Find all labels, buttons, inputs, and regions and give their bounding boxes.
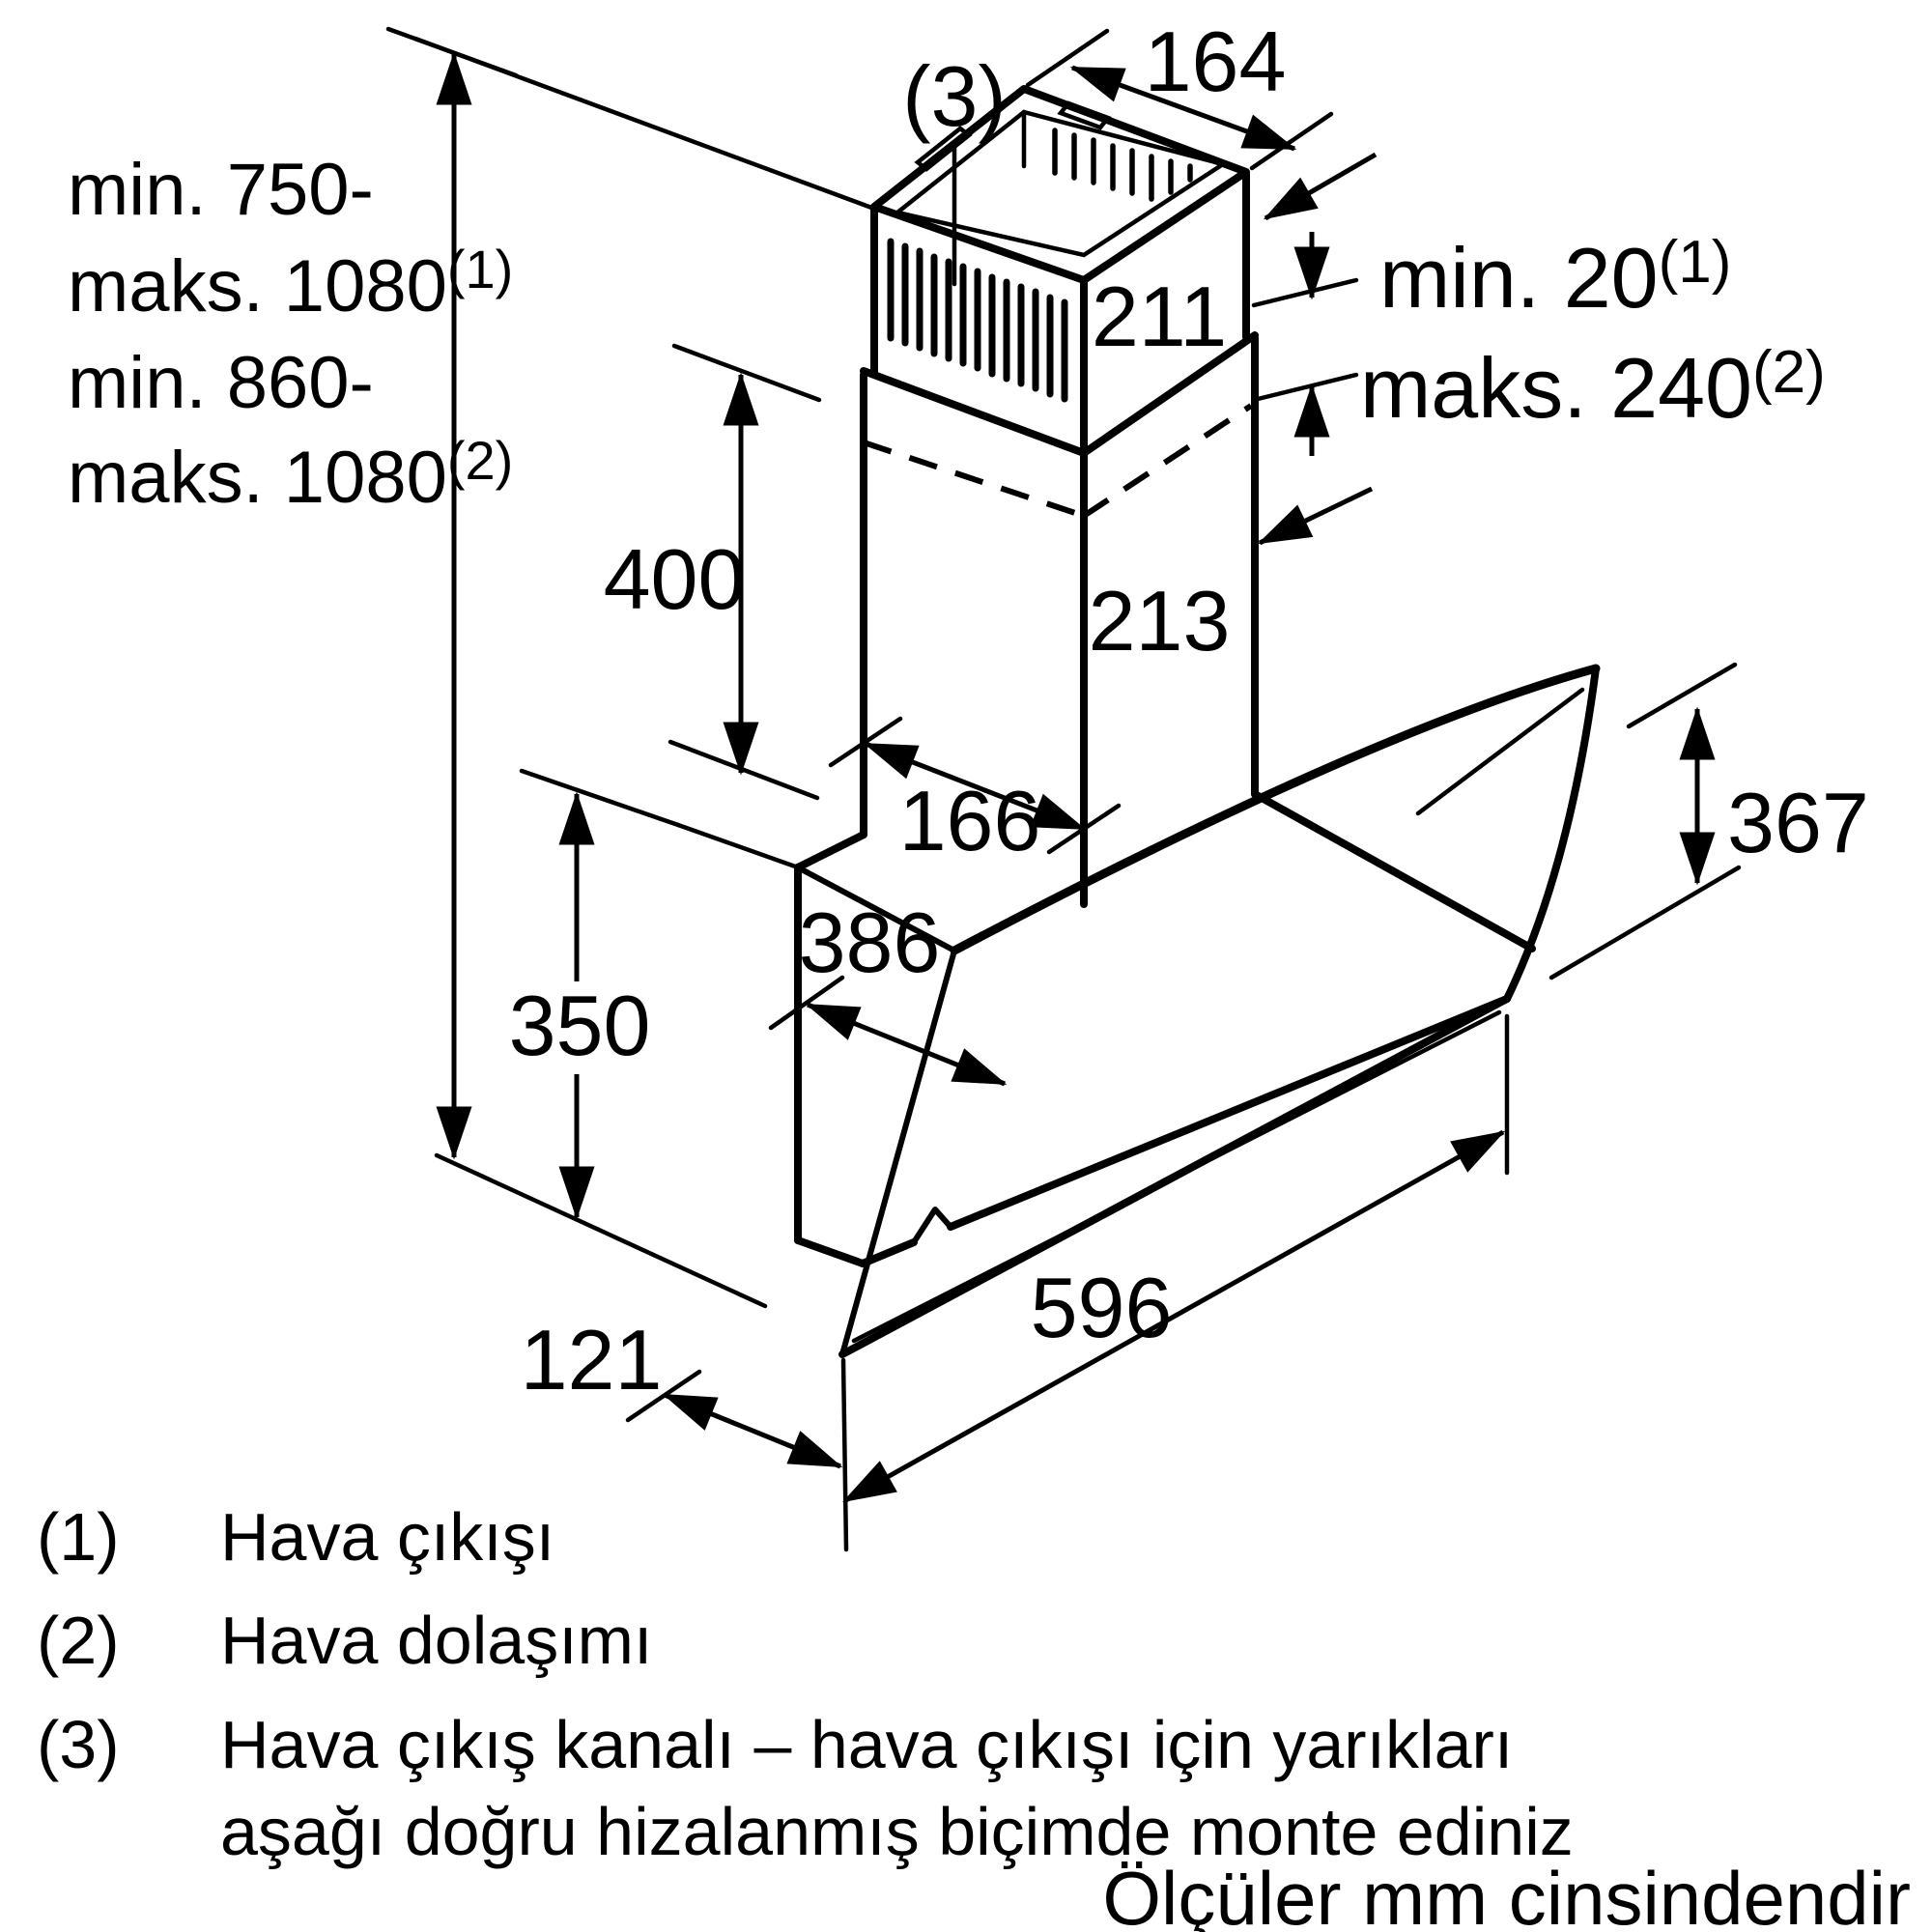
dim-386: 386 [768, 895, 1008, 1087]
dim-top-clearance: min. 20(1) maks. 240(2) [1251, 152, 1826, 546]
footer-note: Ölçüler mm cinsindendir [1102, 1856, 1911, 1932]
section-break-left [860, 367, 1088, 457]
dim-166: 166 [828, 716, 1122, 868]
legend-marker-1: (1) [37, 1499, 120, 1575]
legend: (1) Hava çıkışı (2) Hava dolaşımı (3) Ha… [37, 1499, 1574, 1869]
dim-350-label: 350 [509, 978, 651, 1073]
overlap-dashed-left [863, 440, 1085, 519]
legend-marker-3: (3) [37, 1707, 120, 1782]
dim-121: 121 [521, 1312, 849, 1552]
chimney-upper-section [870, 85, 1250, 455]
clearance-max-label: maks. 240(2) [1360, 339, 1826, 436]
callout-3-label: (3) [902, 48, 1007, 144]
dim-596: 596 [841, 1013, 1510, 1504]
dim-400-label: 400 [604, 531, 746, 627]
glass-top-edge [950, 664, 1601, 955]
legend-text-2: Hava dolaşımı [220, 1603, 652, 1678]
glass-panel [838, 664, 1601, 1358]
mount-height-line1: min. 750- [68, 149, 374, 231]
body-bottom-notch [911, 1207, 953, 1245]
body-top-back-edge [794, 831, 867, 871]
dim-121-label: 121 [521, 1312, 663, 1407]
mount-height-line4: maks. 1080(2) [68, 430, 513, 519]
dim-386-label: 386 [799, 895, 941, 990]
mount-height-line2: maks. 1080(1) [68, 239, 513, 327]
dim-164: 164 [1025, 14, 1334, 171]
clearance-min-label: min. 20(1) [1379, 229, 1731, 326]
dim-400: 400 [604, 343, 822, 801]
legend-text-1: Hava çıkışı [220, 1499, 554, 1575]
dim-213-label: 213 [1089, 573, 1231, 668]
body-top-left-edge [795, 865, 957, 953]
dim-350: 350 [434, 768, 801, 1309]
glass-left-edge [839, 948, 957, 1357]
dim-367: 367 [1548, 662, 1869, 980]
dim-166-label: 166 [899, 773, 1041, 868]
dim-211-label: 211 [1092, 269, 1227, 364]
glass-right-edge [1503, 665, 1600, 1003]
dim-mount-height: min. 750- maks. 1080(1) min. 860- maks. … [68, 26, 877, 1160]
section-break-right [1080, 331, 1259, 457]
callout-3: (3) [902, 48, 1007, 287]
body-bottom-back-edge [794, 1236, 867, 1267]
dim-164-label: 164 [1145, 14, 1287, 109]
legend-text-3: Hava çıkış kanalı – hava çıkışı için yar… [220, 1707, 1513, 1782]
vent-slots-left-face [887, 238, 1068, 403]
body-top-right-edge [1251, 790, 1536, 952]
dim-367-label: 367 [1727, 775, 1869, 870]
mount-height-line3: min. 860- [68, 342, 374, 424]
glass-thickness-right [1415, 687, 1585, 816]
legend-text-3-cont: aşağı doğru hizalanmış biçimde monte edi… [220, 1794, 1574, 1869]
legend-marker-2: (2) [37, 1603, 120, 1678]
overlap-dashed-right [1082, 403, 1253, 519]
body-bottom-front-edge-b [947, 995, 1511, 1231]
rim-slit-left [914, 126, 973, 172]
dim-596-label: 596 [1031, 1260, 1173, 1355]
